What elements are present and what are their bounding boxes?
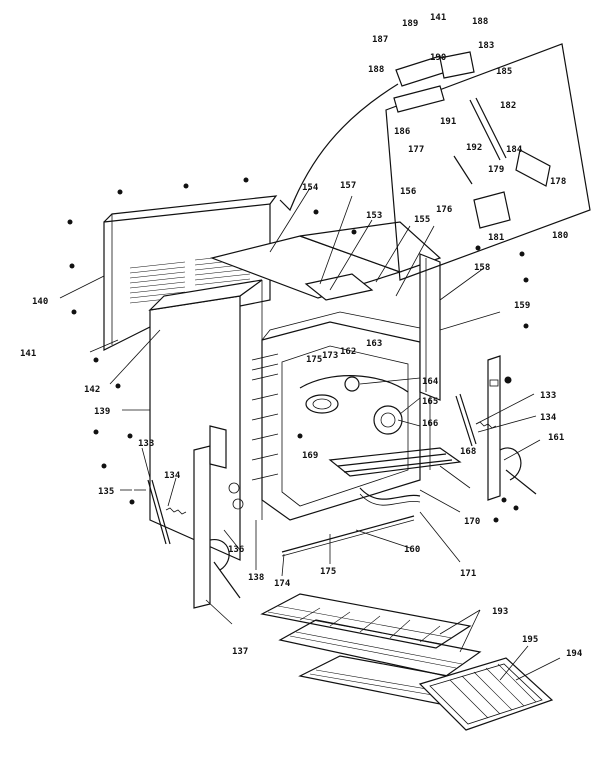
part-label-160: 160 bbox=[404, 545, 420, 555]
part-label-190: 190 bbox=[430, 53, 446, 63]
broiler-pan bbox=[418, 657, 554, 731]
part-label-187: 187 bbox=[372, 35, 388, 45]
leader-lines bbox=[59, 187, 561, 681]
part-label-139: 139 bbox=[94, 407, 110, 417]
part-label-138: 138 bbox=[248, 573, 264, 583]
part-label-161: 161 bbox=[548, 433, 564, 443]
cabinet-body bbox=[148, 279, 263, 561]
part-label-176: 176 bbox=[436, 205, 452, 215]
part-label-157: 157 bbox=[340, 181, 356, 191]
part-label-175: 175 bbox=[320, 567, 336, 577]
part-label-158: 158 bbox=[474, 263, 490, 273]
part-label-170: 170 bbox=[464, 517, 480, 527]
part-label-162: 162 bbox=[340, 347, 356, 357]
bottom-rod bbox=[281, 515, 415, 557]
part-label-195: 195 bbox=[522, 635, 538, 645]
part-label-141: 141 bbox=[20, 349, 36, 359]
part-label-185: 185 bbox=[496, 67, 512, 77]
part-label-178: 178 bbox=[550, 177, 566, 187]
part-label-169: 169 bbox=[302, 451, 318, 461]
part-label-186: 186 bbox=[394, 127, 410, 137]
left-spring-assembly bbox=[147, 479, 187, 545]
part-label-163: 163 bbox=[366, 339, 382, 349]
part-label-137: 137 bbox=[232, 647, 248, 657]
part-label-166: 166 bbox=[422, 419, 438, 429]
part-label-140: 140 bbox=[32, 297, 48, 307]
part-label-173: 173 bbox=[322, 351, 338, 361]
part-labels: 188 141 189 187 190 183 185 188 182 191 … bbox=[20, 13, 583, 659]
oven-liner bbox=[251, 311, 431, 521]
part-label-164: 164 bbox=[422, 377, 439, 387]
part-label-135: 135 bbox=[98, 487, 114, 497]
part-label-134: 134 bbox=[540, 413, 557, 423]
part-label-192: 192 bbox=[466, 143, 482, 153]
part-label-153: 153 bbox=[366, 211, 382, 221]
part-label-191: 191 bbox=[440, 117, 456, 127]
part-label-177: 177 bbox=[408, 145, 424, 155]
part-label-180: 180 bbox=[552, 231, 568, 241]
part-label-181: 181 bbox=[488, 233, 504, 243]
part-label-154: 154 bbox=[302, 183, 319, 193]
part-label-188: 188 bbox=[472, 17, 488, 27]
part-label-194: 194 bbox=[566, 649, 583, 659]
part-label-155: 155 bbox=[414, 215, 430, 225]
part-label-184: 184 bbox=[506, 145, 523, 155]
part-label-183: 183 bbox=[478, 41, 494, 51]
part-label-188: 188 bbox=[368, 65, 384, 75]
part-label-171: 171 bbox=[460, 569, 476, 579]
control-panel-assembly bbox=[385, 43, 591, 281]
part-label-133: 133 bbox=[138, 439, 154, 449]
right-hinge-bracket bbox=[487, 355, 537, 501]
part-label-193: 193 bbox=[492, 607, 508, 617]
part-label-134: 134 bbox=[164, 471, 181, 481]
part-label-174: 174 bbox=[274, 579, 291, 589]
part-label-175: 175 bbox=[306, 355, 322, 365]
part-label-182: 182 bbox=[500, 101, 516, 111]
part-label-141: 141 bbox=[430, 13, 446, 23]
part-label-179: 179 bbox=[488, 165, 504, 175]
part-label-168: 168 bbox=[460, 447, 476, 457]
bake-element bbox=[328, 447, 462, 506]
right-side-panel bbox=[419, 253, 441, 401]
part-label-142: 142 bbox=[84, 385, 100, 395]
part-label-165: 165 bbox=[422, 397, 438, 407]
assembly-arrow bbox=[279, 83, 399, 212]
screws bbox=[67, 177, 529, 523]
broil-element bbox=[299, 375, 409, 435]
part-label-189: 189 bbox=[402, 19, 418, 29]
left-hinge-bracket bbox=[193, 425, 244, 609]
part-label-159: 159 bbox=[514, 301, 530, 311]
part-label-133: 133 bbox=[540, 391, 556, 401]
part-label-136: 136 bbox=[228, 545, 244, 555]
part-label-156: 156 bbox=[400, 187, 416, 197]
